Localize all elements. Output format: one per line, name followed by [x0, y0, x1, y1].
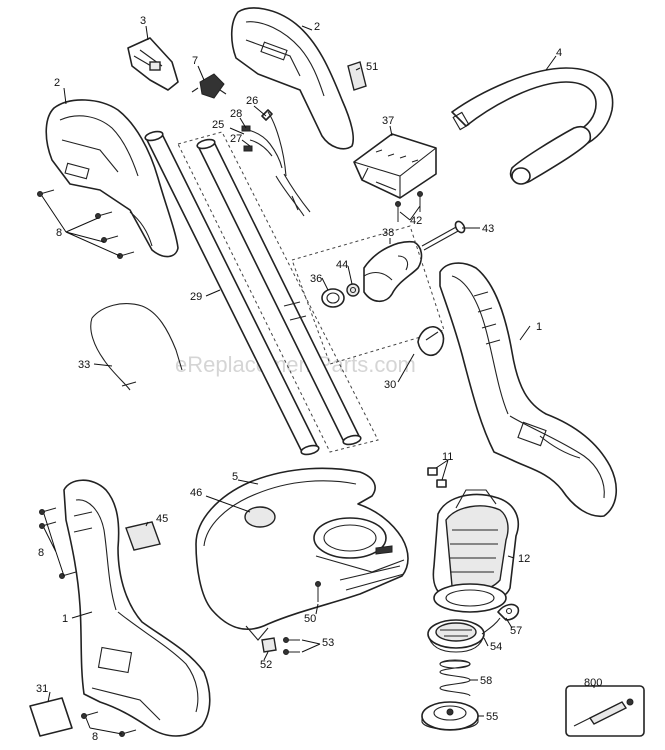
part-38-clamp: [363, 241, 423, 303]
callout-800: 800: [584, 677, 602, 689]
callout-38: 38: [382, 227, 394, 239]
callout-33: 33: [78, 359, 90, 371]
callout-8-top: 8: [56, 227, 62, 239]
callout-2-top: 2: [314, 21, 320, 33]
part-43-bolt: [421, 220, 466, 251]
callout-31: 31: [36, 683, 48, 695]
callout-5: 5: [232, 471, 238, 483]
callout-12: 12: [518, 553, 530, 565]
part-1-housing-right: [439, 262, 617, 517]
part-800-kit-box: [565, 685, 645, 737]
callout-36: 36: [310, 273, 322, 285]
part-2-handle-half-left: [45, 99, 179, 258]
part-30-knob: [417, 326, 445, 357]
callout-54: 54: [490, 641, 502, 653]
callout-52: 52: [260, 659, 272, 671]
part-44-nut: [346, 283, 360, 297]
part-3-switch-trigger: [127, 37, 179, 91]
part-55-spool-cap: [421, 701, 479, 731]
part-31-label: [29, 697, 73, 737]
callout-37: 37: [382, 115, 394, 127]
part-8-screws-top: [37, 189, 135, 259]
callout-30: 30: [384, 379, 396, 391]
part-37-cap: [353, 133, 437, 199]
part-5-guard: [195, 467, 409, 641]
callout-42: 42: [410, 215, 422, 227]
part-36-knob: [321, 288, 345, 308]
callout-1-left: 1: [62, 613, 68, 625]
callout-43: 43: [482, 223, 494, 235]
callout-53: 53: [322, 637, 334, 649]
parts-25-28-wires: [241, 109, 287, 177]
part-50-screw: [315, 581, 321, 602]
part-12-motor: [432, 489, 520, 613]
part-26-wire-lead: [275, 173, 311, 217]
leader-lines: [41, 25, 595, 735]
part-7-switch: [191, 73, 227, 99]
part-29-shaft-tubes: [144, 130, 362, 456]
callout-8-left: 8: [38, 547, 44, 559]
part-54-spool: [427, 617, 501, 653]
callout-45: 45: [156, 513, 168, 525]
part-8-screws-bottom: [81, 711, 137, 737]
callout-58: 58: [480, 675, 492, 687]
callout-29: 29: [190, 291, 202, 303]
callout-11: 11: [442, 451, 453, 463]
callout-1-right: 1: [536, 321, 542, 333]
callout-26: 26: [246, 95, 258, 107]
callout-8-bottom: 8: [92, 731, 98, 743]
callout-28: 28: [230, 108, 242, 120]
watermark-text: eReplacementParts.com: [175, 352, 416, 377]
dashed-outline-tubes: [177, 131, 379, 453]
part-1-housing-left: [63, 479, 211, 737]
part-42-screws: [395, 191, 423, 222]
part-57-spring-clip: [497, 603, 520, 621]
callout-2-left: 2: [54, 77, 60, 89]
part-33-wire-guard: [90, 303, 183, 391]
part-4-aux-handle: [451, 67, 614, 185]
callout-25: 25: [212, 119, 224, 131]
part-2-handle-half-top: [230, 7, 355, 150]
part-53-screws: [283, 637, 300, 655]
part-51-label: [347, 61, 367, 91]
part-58-spring: [439, 659, 471, 697]
part-8-screws-left: [39, 507, 77, 579]
callout-labels: 3 2 7 51 4 2 26 28 25 27 37 8 42 43 38 3…: [36, 15, 602, 743]
part-45-label: [125, 521, 161, 551]
callout-7: 7: [192, 55, 198, 67]
callout-55: 55: [486, 711, 498, 723]
callout-46: 46: [190, 487, 202, 499]
callout-51: 51: [366, 61, 378, 73]
callout-57: 57: [510, 625, 522, 637]
callout-4: 4: [556, 47, 562, 59]
part-11-screws: [427, 467, 447, 488]
callout-27: 27: [230, 133, 242, 145]
callout-44: 44: [336, 259, 348, 271]
part-52-clip: [261, 637, 277, 653]
callout-50: 50: [304, 613, 316, 625]
callout-3: 3: [140, 15, 146, 27]
